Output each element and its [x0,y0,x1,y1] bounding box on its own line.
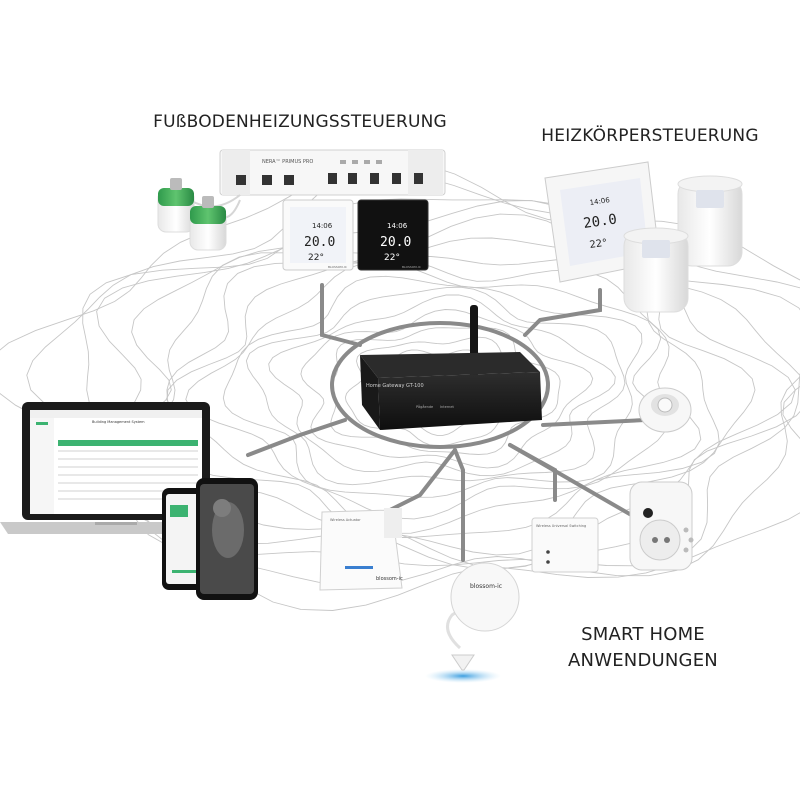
radiator-room: 22° [589,238,608,251]
universal-switching-box: Wireless Universal Switching [531,517,599,573]
smart-home-label-line2: ANWENDUNGEN [568,650,718,671]
floor-thermostat-black: 14:06 20.0 22° BLOSSOM-IC [357,199,429,271]
thermostat-set-black: 20.0 [380,235,411,250]
relay-label: Wireless Universal Switching [536,524,586,528]
radiator-time: 14:06 [589,196,611,207]
home-gateway: Home Gateway GT-100 Pågående Internet [360,305,542,430]
motion-sensor [638,387,692,433]
link-laptop [246,418,347,457]
connection-lines [246,283,647,562]
link-radiator [523,288,602,337]
laptop-title: Building Management System [92,420,145,424]
contour-line [222,275,643,498]
water-leak-sensor: blossom-ic [425,562,520,683]
smart-home-label-line1: SMART HOME [581,624,705,645]
gateway-ring [330,321,550,449]
thermostat-room-black: 22° [384,253,400,263]
thermostat-time-white: 14:06 [312,222,333,230]
floor-heating-controller: NERA™ PRIMUS PRO [219,149,446,196]
thermostat-set-white: 20.0 [304,235,335,250]
contour-line [185,261,667,520]
thermostat-time-black: 14:06 [387,222,408,230]
gateway-indicator-right: Internet [440,405,455,409]
link-relay [508,443,557,502]
thermostat-brand-black: BLOSSOM-IC [402,265,421,269]
floor-actuators [157,178,241,251]
radiator-label: HEIZKÖRPERSTEUERUNG [541,126,759,146]
gateway-name: Home Gateway GT-100 [366,383,424,389]
smart-plug [629,481,694,571]
wireless-actuator-box: Wireless Actuator blossom-ic [319,508,403,591]
link-floor-heating [320,283,362,347]
leak-sensor-brand: blossom-ic [470,583,502,590]
gateway-indicator-left: Pågående [416,404,433,409]
floor-thermostat-white: 14:06 20.0 22° BLOSSOM-IC [282,199,354,271]
link-motion-sensor [541,418,647,427]
smart-home-label: SMART HOME ANWENDUNGEN [548,622,738,674]
radiator-valve-heads [623,175,743,313]
contour-line [268,294,616,477]
contour-line [300,309,594,469]
thermostat-room-white: 22° [308,253,324,263]
smartphones [162,478,258,600]
thermostat-brand-white: BLOSSOM-IC [328,265,347,269]
radiator-set: 20.0 [582,211,618,232]
contour-line [245,286,626,486]
actuator-label: Wireless Actuator [330,518,361,522]
floor-controller-brand: NERA™ PRIMUS PRO [262,159,313,165]
contour-line [344,336,542,447]
link-leak-sensor [453,448,465,562]
link-actuator [388,448,457,512]
floor-heating-label: FUßBODENHEIZUNGSSTEUERUNG [153,112,447,132]
actuator-brand: blossom-ic [376,576,403,582]
